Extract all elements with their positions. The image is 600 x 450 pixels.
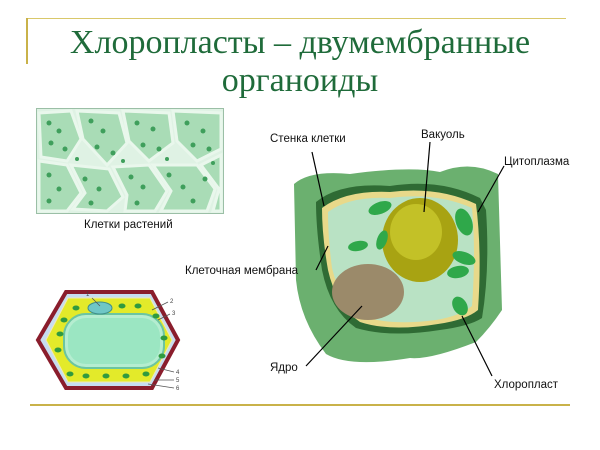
schema-number-3: 3 bbox=[172, 311, 176, 317]
schema-number-6: 6 bbox=[176, 386, 180, 392]
nucleus bbox=[332, 264, 404, 320]
left-frame-accent bbox=[26, 18, 28, 64]
top-frame-line bbox=[26, 18, 566, 19]
cell-schema-diagram: 1 2 3 4 5 6 bbox=[28, 284, 200, 396]
plant-cells-micrograph bbox=[36, 108, 224, 214]
schema-number-4: 4 bbox=[176, 370, 180, 376]
chloroplasts bbox=[348, 201, 476, 316]
title-line-1: Хлоропласты – двумембранные bbox=[69, 24, 531, 61]
label-cell-wall: Стенка клетки bbox=[270, 133, 346, 145]
label-cytoplasm: Цитоплазма bbox=[504, 156, 570, 168]
label-nucleus: Ядро bbox=[270, 362, 298, 374]
schema-number-5: 5 bbox=[176, 378, 180, 384]
bottom-divider bbox=[30, 404, 570, 406]
label-chloroplast: Хлоропласт bbox=[494, 379, 559, 391]
label-vacuole: Вакуоль bbox=[421, 129, 465, 141]
label-leaders bbox=[305, 141, 505, 377]
micrograph-caption: Клетки растений bbox=[84, 219, 173, 231]
title-line-2: органоиды bbox=[221, 62, 379, 99]
schema-number-2: 2 bbox=[170, 299, 174, 305]
schema-number-1: 1 bbox=[86, 292, 90, 298]
plant-cell-diagram bbox=[270, 120, 600, 410]
label-cell-membrane: Клеточная мембрана bbox=[185, 265, 299, 277]
slide-title: Хлоропласты – двумембранные органоиды bbox=[0, 24, 600, 100]
